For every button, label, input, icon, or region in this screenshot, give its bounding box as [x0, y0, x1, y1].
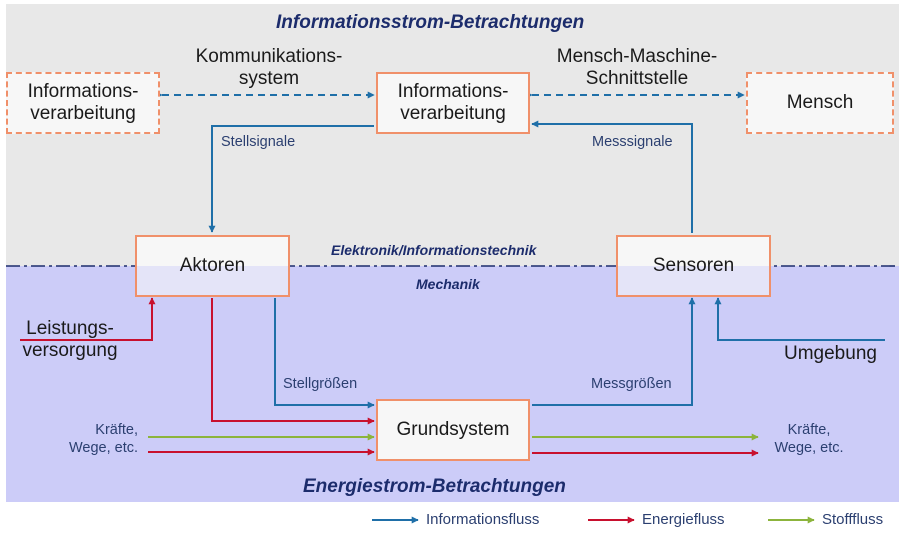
box-sensoren: Sensoren: [616, 235, 771, 297]
box-grundsystem: Grundsystem: [376, 399, 530, 461]
title-energy: Energiestrom-Betrachtungen: [303, 476, 566, 497]
title-information: Informationsstrom-Betrachtungen: [276, 12, 585, 33]
legend-energie: Energiefluss: [642, 511, 725, 528]
label-messsignale: Messsignale: [592, 134, 673, 150]
legend-stoff: Stofffluss: [822, 511, 884, 528]
messsignale-arrow: [531, 120, 693, 233]
stellgroessen-arrow: [274, 298, 375, 409]
label-mensch-maschine-schnittstelle: Mensch-Maschine- Schnittstelle: [556, 46, 718, 89]
label-kraefte-in: Kräfte, Wege, etc.: [68, 422, 138, 456]
label-stellsignale: Stellsignale: [221, 134, 296, 150]
information-zone: [6, 4, 899, 266]
messgroessen-arrow: [532, 297, 696, 406]
label-umgebung: Umgebung: [784, 343, 877, 364]
layer-label-mechanics: Mechanik: [416, 276, 480, 292]
leistung-arrow: [20, 297, 156, 341]
label-messgroessen: Messgrößen: [591, 376, 672, 392]
aktoren-energy-arrow: [211, 298, 375, 425]
legend-information: Informationsfluss: [426, 511, 540, 528]
energy-zone: [6, 266, 899, 502]
layer-label-electronics: Elektronik/Informationstechnik: [331, 242, 537, 258]
box-mensch: Mensch: [746, 72, 894, 134]
box-info-center: Informations- verarbeitung: [376, 72, 530, 134]
label-stellgroessen: Stellgrößen: [283, 376, 358, 392]
box-info-left: Informations- verarbeitung: [6, 72, 160, 134]
stellsignale-arrow: [208, 125, 374, 233]
box-aktoren: Aktoren: [135, 235, 290, 297]
label-leistungsversorgung: Leistungs- versorgung: [22, 318, 118, 361]
umgebung-arrow: [714, 297, 885, 341]
label-kraefte-out: Kräfte, Wege, etc.: [774, 422, 844, 456]
label-kommunikationssystem: Kommunikations- system: [195, 46, 343, 89]
